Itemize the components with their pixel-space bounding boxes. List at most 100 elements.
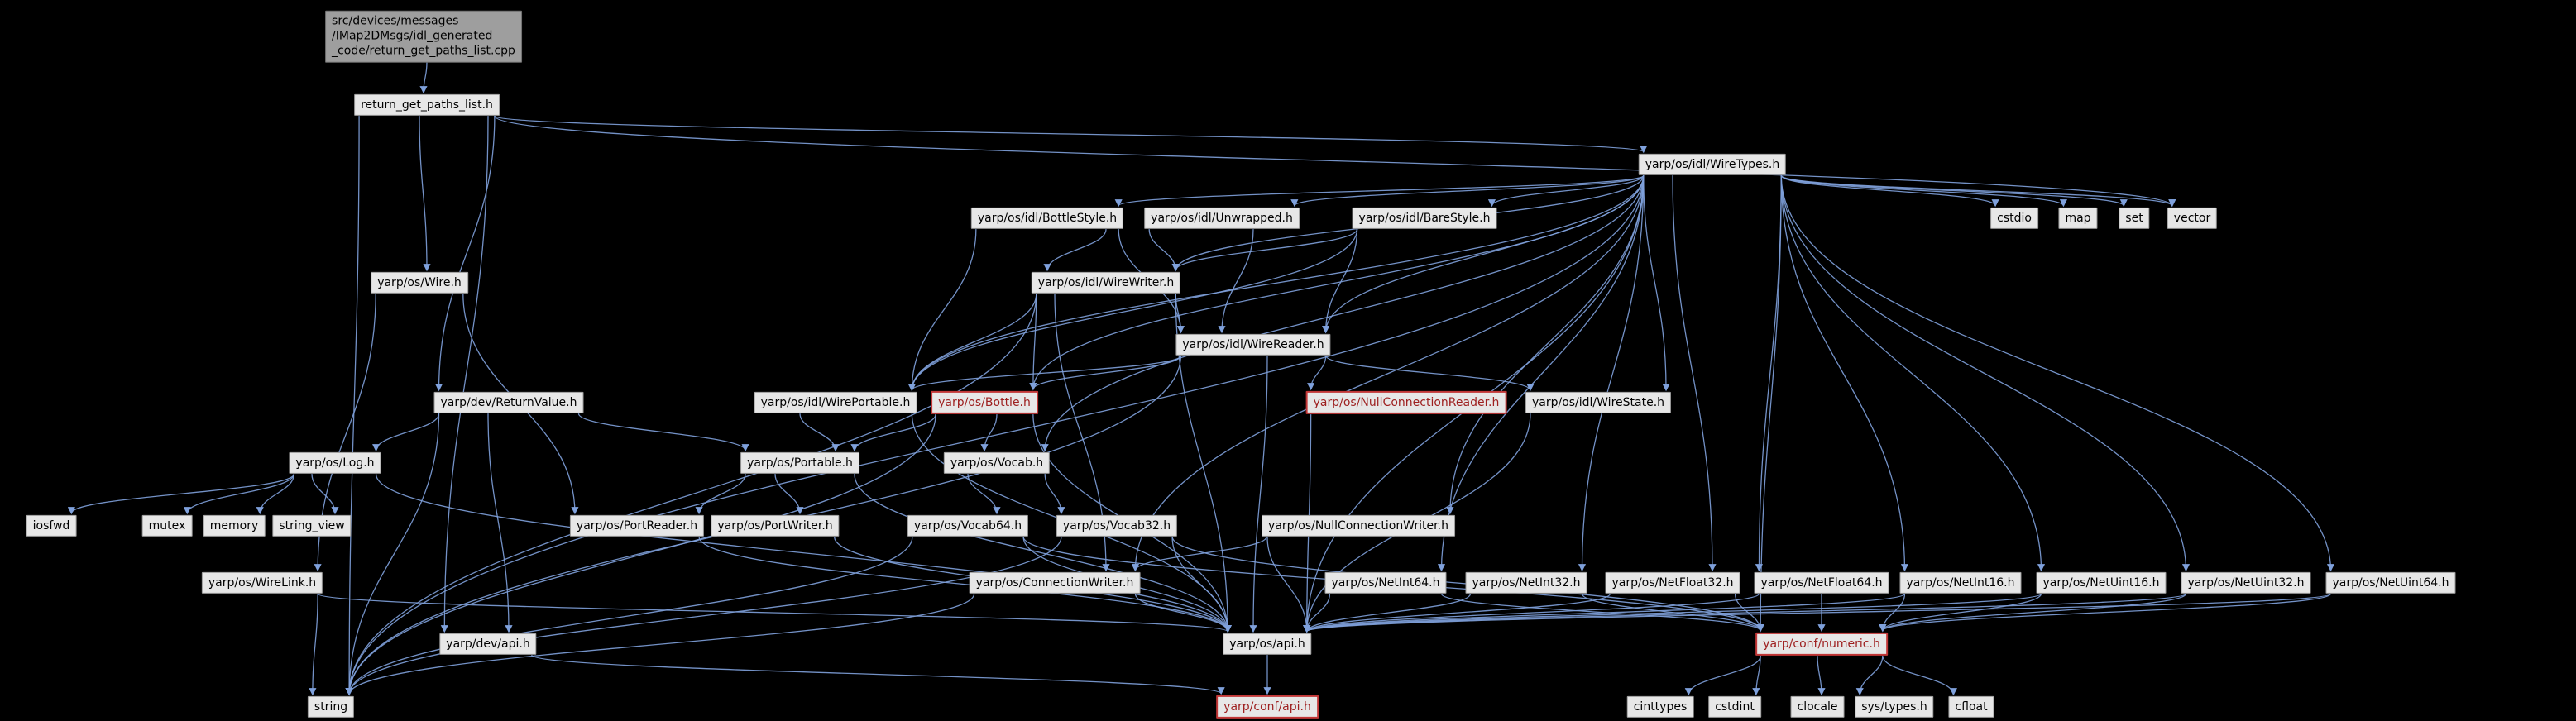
include-edge-wiretypes-to-netfloat32 <box>1672 175 1717 572</box>
include-edge-bottle-to-vocab <box>980 414 998 452</box>
node-string_view: string_view <box>272 514 352 537</box>
node-netint64[interactable]: yarp/os/NetInt64.h <box>1324 571 1447 594</box>
include-edge-wiretypes-to-wirestate <box>1643 175 1670 392</box>
include-edge-barestyle-to-wirewriter <box>1171 228 1358 272</box>
node-rgpl_h[interactable]: return_get_paths_list.h <box>354 93 500 117</box>
include-edge-wirereader-to-wirestate <box>1324 355 1535 392</box>
include-edge-returnvalue-to-portable <box>577 413 749 452</box>
include-edge-netint64-to-numeric <box>1440 593 1764 633</box>
include-edge-numeric-to-cfloat <box>1882 655 1957 696</box>
node-wiretypes[interactable]: yarp/os/idl/WireTypes.h <box>1638 153 1787 176</box>
node-wireportable[interactable]: yarp/os/idl/WirePortable.h <box>754 391 917 414</box>
include-edge-numeric-to-cinttypes <box>1684 655 1761 696</box>
node-string: string <box>307 695 355 719</box>
node-confapi[interactable]: yarp/conf/api.h <box>1216 695 1319 719</box>
node-unwrapped[interactable]: yarp/os/idl/Unwrapped.h <box>1144 207 1300 230</box>
include-edge-wiretypes-to-bottlestyle <box>1114 174 1645 208</box>
include-edge-wiretypes-to-unwrapped <box>1290 174 1645 208</box>
include-edge-log-to-mutex <box>183 473 295 515</box>
include-edge-wiretypes-to-bottle <box>1029 175 1645 391</box>
include-edge-unwrapped-to-wirewriter <box>1148 229 1180 272</box>
edge-group <box>67 62 2335 696</box>
node-netint16[interactable]: yarp/os/NetInt16.h <box>1899 571 2022 594</box>
include-edge-netuint16-to-numeric <box>1879 593 2042 633</box>
node-barestyle[interactable]: yarp/os/idl/BareStyle.h <box>1352 207 1497 230</box>
include-edge-wiretypes-to-cstdio <box>1780 174 1999 208</box>
node-netuint32[interactable]: yarp/os/NetUint32.h <box>2181 571 2311 594</box>
node-portable[interactable]: yarp/os/Portable.h <box>740 451 859 475</box>
node-portwriter[interactable]: yarp/os/PortWriter.h <box>711 514 840 537</box>
include-edge-numeric-to-systypes <box>1855 656 1884 696</box>
node-wirelink[interactable]: yarp/os/WireLink.h <box>201 571 323 594</box>
include-edge-wirereader-to-bottle <box>1029 355 1182 391</box>
include-edge-wiretypes-to-set <box>1780 174 2128 208</box>
node-returnvalue[interactable]: yarp/dev/ReturnValue.h <box>433 391 584 414</box>
node-bottlestyle[interactable]: yarp/os/idl/BottleStyle.h <box>970 207 1124 230</box>
include-edge-wirereader-to-wireportable <box>907 355 1182 392</box>
include-edge-wiretypes-to-vocab <box>1041 175 1645 452</box>
include-edge-returnvalue-to-devapi <box>487 413 513 633</box>
include-edge-netuint64-to-osapi <box>1303 593 2332 633</box>
include-edge-nullconnwriter-to-connwriter <box>1131 536 1267 572</box>
include-edge-wirewriter-to-bottle <box>1029 294 1037 391</box>
node-wirestate[interactable]: yarp/os/idl/WireState.h <box>1525 391 1672 414</box>
node-cpp[interactable]: src/devices/messages /IMap2DMsgs/idl_gen… <box>325 10 522 63</box>
node-netuint16[interactable]: yarp/os/NetUint16.h <box>2036 571 2167 594</box>
node-netfloat64[interactable]: yarp/os/NetFloat64.h <box>1754 571 1889 594</box>
include-edge-cpp-to-rgpl_h <box>419 62 428 94</box>
node-devapi[interactable]: yarp/dev/api.h <box>439 633 537 656</box>
include-edge-wiretypes-to-netuint32 <box>1780 175 2191 572</box>
include-edge-netint16-to-osapi <box>1303 593 1906 633</box>
include-edge-netuint64-to-numeric <box>1879 593 2332 633</box>
include-edge-vocab-to-vocab64 <box>967 474 1001 515</box>
include-edge-devapi-to-confapi <box>531 654 1225 695</box>
node-netuint64[interactable]: yarp/os/NetUint64.h <box>2325 571 2456 594</box>
include-edge-rgpl_h-to-wire <box>419 116 431 272</box>
include-edge-wiretypes-to-vector <box>1780 174 2176 208</box>
include-edge-portreader-to-osapi <box>698 536 1232 633</box>
node-cstdint: cstdint <box>1708 695 1761 719</box>
include-edge-netfloat32-to-osapi <box>1303 593 1611 633</box>
node-wirewriter[interactable]: yarp/os/idl/WireWriter.h <box>1031 271 1181 294</box>
node-cinttypes: cinttypes <box>1626 695 1694 719</box>
node-log[interactable]: yarp/os/Log.h <box>289 451 381 475</box>
node-osapi[interactable]: yarp/os/api.h <box>1223 633 1312 656</box>
node-netfloat32[interactable]: yarp/os/NetFloat32.h <box>1605 571 1740 594</box>
include-edge-bottle-to-portable <box>850 413 936 452</box>
include-edge-portable-to-portreader <box>695 473 746 515</box>
node-vocab[interactable]: yarp/os/Vocab.h <box>943 451 1051 475</box>
include-edge-vocab32-to-string <box>345 537 1062 696</box>
include-edge-log-to-iosfwd <box>67 473 295 515</box>
node-cstdio: cstdio <box>1990 207 2038 230</box>
node-numeric[interactable]: yarp/conf/numeric.h <box>1755 632 1888 657</box>
include-edge-wirelink-to-osapi <box>317 593 1232 633</box>
node-map: map <box>2058 207 2098 230</box>
include-edge-connwriter-to-osapi <box>1134 593 1232 633</box>
include-edge-log-to-memory <box>256 474 295 515</box>
include-edge-wirewriter-to-wireportable <box>907 294 1037 392</box>
include-edge-log-to-string_view <box>311 474 339 515</box>
include-edge-wiretypes-to-netuint64 <box>1780 175 2335 572</box>
include-edge-portable-to-osapi <box>854 474 1232 633</box>
include-edge-netfloat64-to-osapi <box>1303 593 1760 633</box>
include-edge-rgpl_h-to-devapi <box>440 116 489 633</box>
node-wirereader[interactable]: yarp/os/idl/WireReader.h <box>1175 333 1331 356</box>
include-edge-wiretypes-to-netint64 <box>1437 175 1645 572</box>
node-mutex: mutex <box>141 514 193 537</box>
include-edge-connwriter-to-string <box>345 593 975 696</box>
include-edge-barestyle-to-wireportable <box>907 229 1358 392</box>
include-edge-nullconnwriter-to-osapi <box>1266 537 1311 633</box>
node-vocab64[interactable]: yarp/os/Vocab64.h <box>907 514 1029 537</box>
include-edge-bottle-to-string <box>345 414 936 696</box>
include-edge-portable-to-portwriter <box>774 474 804 515</box>
include-edge-bottlestyle-to-wirewriter <box>1043 228 1107 272</box>
node-netint32[interactable]: yarp/os/NetInt32.h <box>1465 571 1587 594</box>
node-bottle[interactable]: yarp/os/Bottle.h <box>931 390 1038 415</box>
node-portreader[interactable]: yarp/os/PortReader.h <box>569 514 705 537</box>
node-wire[interactable]: yarp/os/Wire.h <box>371 271 468 294</box>
node-vocab32[interactable]: yarp/os/Vocab32.h <box>1056 514 1178 537</box>
include-edge-vocab64-to-string <box>345 537 913 696</box>
node-nullconnreader[interactable]: yarp/os/NullConnectionReader.h <box>1305 390 1507 415</box>
node-nullconnwriter[interactable]: yarp/os/NullConnectionWriter.h <box>1262 514 1455 537</box>
node-connwriter[interactable]: yarp/os/ConnectionWriter.h <box>969 571 1141 594</box>
